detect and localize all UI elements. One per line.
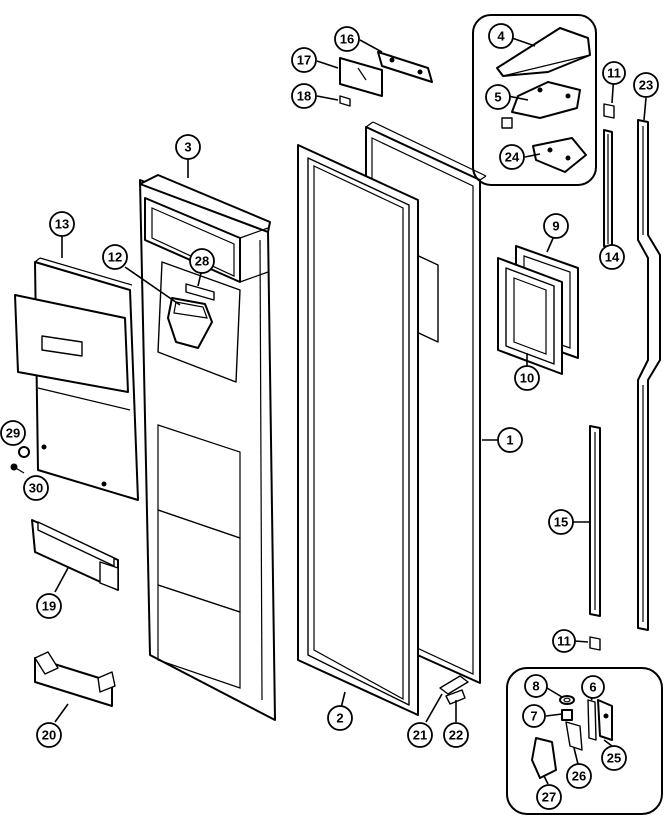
callout-26-label: 26 <box>572 769 586 784</box>
callout-15: 15 <box>548 509 574 535</box>
frame-gasket <box>497 257 563 375</box>
callout-21: 21 <box>407 722 433 748</box>
callout-29: 29 <box>0 420 26 446</box>
hinge-cam <box>565 721 583 751</box>
callout-25: 25 <box>601 745 627 771</box>
callout-19: 19 <box>36 593 62 619</box>
callout-13: 13 <box>49 211 75 237</box>
callout-16: 16 <box>334 26 360 52</box>
callout-3-label: 3 <box>184 140 191 155</box>
callout-2: 2 <box>327 705 353 731</box>
callout-30-label: 30 <box>29 481 43 496</box>
callout-17-label: 17 <box>297 53 311 68</box>
callout-10-label: 10 <box>520 371 534 386</box>
trim-end-cap-top <box>603 103 615 119</box>
callout-11-top: 11 <box>602 61 626 85</box>
callout-7: 7 <box>522 704 546 728</box>
callout-11-bottom: 11 <box>552 629 576 653</box>
callout-19-label: 19 <box>42 599 56 614</box>
hinge-arm <box>597 699 613 741</box>
callout-12-label: 12 <box>108 250 122 265</box>
hinge-washer <box>559 695 575 705</box>
callout-27-label: 27 <box>542 790 556 805</box>
callout-1: 1 <box>497 427 523 453</box>
callout-24: 24 <box>499 144 525 170</box>
callout-18-label: 18 <box>297 89 311 104</box>
callout-30: 30 <box>23 475 49 501</box>
trim-strip-short <box>603 129 613 249</box>
callout-1-label: 1 <box>506 433 513 448</box>
callout-14-label: 14 <box>605 250 620 265</box>
callout-10: 10 <box>514 365 540 391</box>
callout-9: 9 <box>543 213 569 239</box>
door-gasket <box>297 144 419 716</box>
dispenser-chute <box>167 297 213 349</box>
bin-bracket <box>34 651 116 707</box>
hinge-plate <box>501 81 581 129</box>
hinge-cap-group-frame <box>472 14 597 186</box>
callout-6: 6 <box>581 675 605 699</box>
small-clip <box>339 95 351 107</box>
callout-9-label: 9 <box>552 219 559 234</box>
dispenser-cover <box>14 257 139 501</box>
hinge-support <box>531 737 557 779</box>
callout-11-bottom-label: 11 <box>557 634 571 649</box>
callout-26: 26 <box>566 763 592 789</box>
callout-5-label: 5 <box>494 90 501 105</box>
callout-16-label: 16 <box>340 32 354 47</box>
hinge-bushing <box>561 709 573 721</box>
callout-20-label: 20 <box>42 728 56 743</box>
callout-22: 22 <box>443 722 469 748</box>
door-trim-long <box>637 119 661 631</box>
hinge-pin-bracket <box>587 699 597 741</box>
callout-12: 12 <box>102 244 128 270</box>
callout-27: 27 <box>536 784 562 810</box>
hinge-shim <box>532 137 587 173</box>
callout-11-top-label: 11 <box>607 66 621 81</box>
callout-8: 8 <box>524 674 548 698</box>
callout-2-label: 2 <box>336 711 343 726</box>
screw <box>10 463 25 474</box>
callout-4: 4 <box>488 23 514 49</box>
trim-end-cap-bottom <box>589 636 601 651</box>
callout-8-label: 8 <box>532 679 539 694</box>
bottom-hinge-pins <box>439 675 469 705</box>
knob <box>18 446 30 458</box>
callout-23-label: 23 <box>639 78 653 93</box>
callout-13-label: 13 <box>55 217 69 232</box>
callout-3: 3 <box>175 134 201 160</box>
callout-29-label: 29 <box>6 426 20 441</box>
callout-21-label: 21 <box>413 728 427 743</box>
callout-6-label: 6 <box>589 680 596 695</box>
callout-20: 20 <box>36 722 62 748</box>
chute-flap <box>185 283 215 301</box>
callout-5: 5 <box>485 84 511 110</box>
trim-strip-middle <box>589 425 601 617</box>
hinge-bracket <box>377 51 433 83</box>
callout-17: 17 <box>291 47 317 73</box>
callout-24-label: 24 <box>505 150 520 165</box>
callout-15-label: 15 <box>554 515 568 530</box>
door-bin <box>31 519 119 591</box>
callout-22-label: 22 <box>449 728 463 743</box>
callout-28-label: 28 <box>195 254 209 269</box>
hinge-block <box>339 57 383 97</box>
bottom-hinge-group-frame <box>506 667 663 815</box>
callout-25-label: 25 <box>607 751 621 766</box>
callout-23: 23 <box>633 72 659 98</box>
callout-7-label: 7 <box>530 709 537 724</box>
hinge-cap <box>496 27 591 77</box>
callout-4-label: 4 <box>497 29 505 44</box>
callout-28: 28 <box>189 248 215 274</box>
callout-14: 14 <box>599 244 625 270</box>
callout-18: 18 <box>291 83 317 109</box>
